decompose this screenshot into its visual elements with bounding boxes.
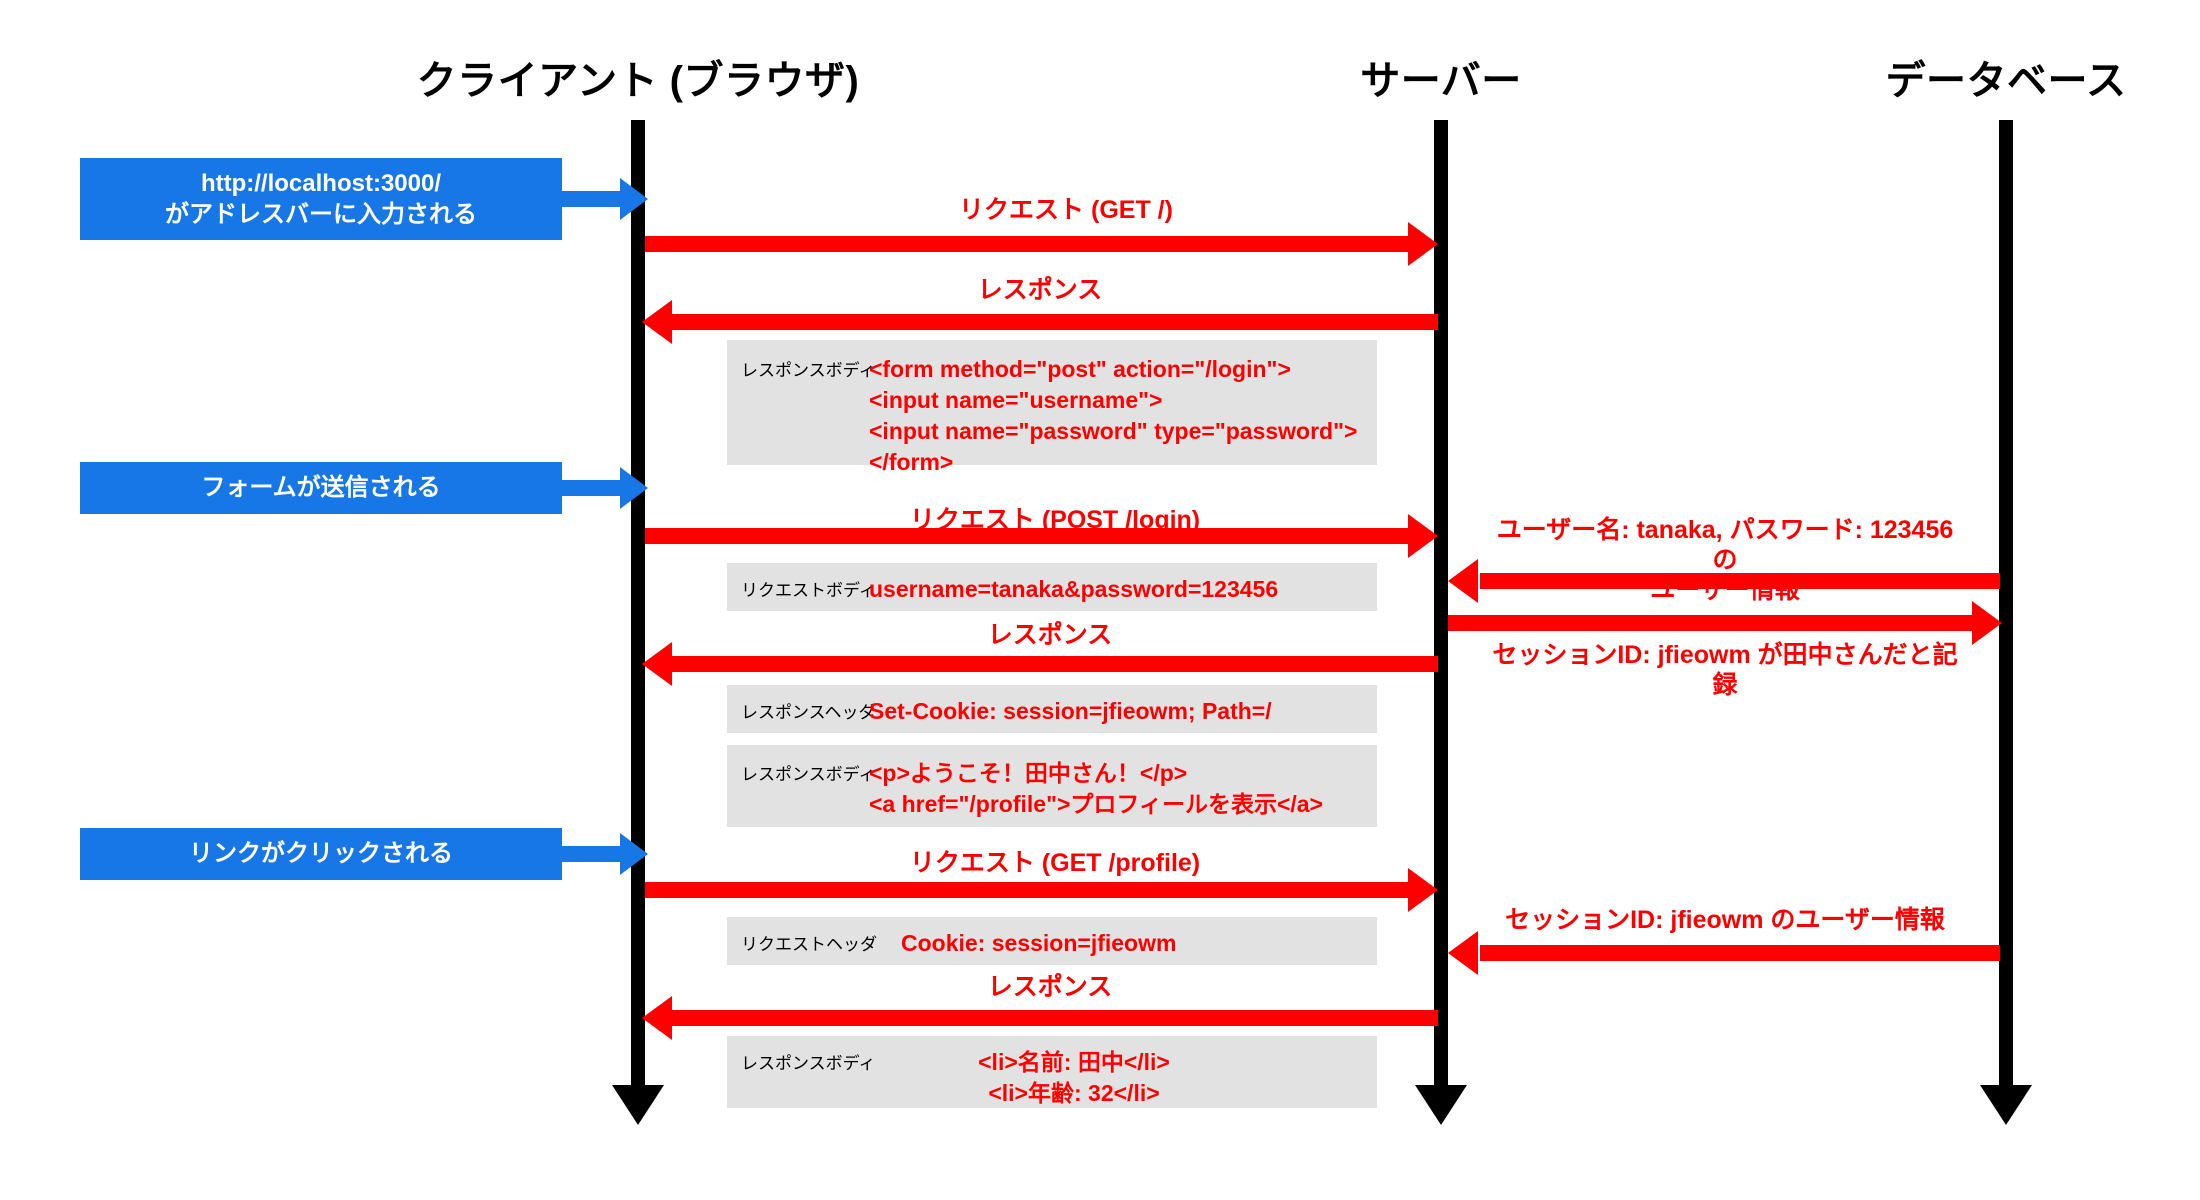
message-arrow-res-profile [672, 1010, 1438, 1026]
panel-value-res-body-profile: <li>名前: 田中</li> <li>年齢: 32</li> [978, 1049, 1170, 1107]
message-label-res-root: レスポンス [977, 276, 1103, 304]
lifeline-bar-server [1434, 120, 1448, 1090]
panel-req-header-cookie: リクエストヘッダ Cookie: session=jfieowm [727, 917, 1377, 965]
message-arrow-req-get-profile [645, 882, 1410, 898]
panel-label-res-body-form: レスポンスボディ [741, 361, 876, 380]
message-arrow-res-root [672, 314, 1438, 330]
message-arrowhead-req-get-profile [1408, 868, 1438, 912]
message-arrowhead-req-get-root [1408, 222, 1438, 266]
panel-label-res-header-cookie: レスポンスヘッダ [741, 703, 876, 722]
lifeline-bar-database [1999, 120, 2013, 1090]
message-arrow-db-query-user [1480, 573, 2000, 589]
panel-label-res-body-profile: レスポンスボディ [741, 1054, 876, 1073]
message-label-req-get-profile: リクエスト (GET /profile) [909, 849, 1201, 877]
event-arrow-head-form-submitted [620, 467, 648, 509]
event-box-url-typed: http://localhost:3000/ がアドレスバーに入力される [80, 158, 562, 240]
message-arrow-db-store-session [1448, 615, 1974, 631]
event-arrow-shaft-link-clicked [562, 846, 630, 862]
event-box-form-submitted: フォームが送信される [80, 462, 562, 514]
message-arrow-res-login [672, 656, 1438, 672]
panel-value-res-body-welcome: <p>ようこそ！田中さん！</p> <a href="/profile">プロフ… [869, 760, 1323, 818]
event-arrow-head-link-clicked [620, 833, 648, 875]
panel-value-req-header-cookie: Cookie: session=jfieowm [901, 930, 1177, 956]
message-arrow-req-get-root [645, 236, 1410, 252]
message-arrowhead-res-profile [642, 996, 672, 1040]
panel-res-body-form: レスポンスボディ <form method="post" action="/lo… [727, 340, 1377, 475]
panel-label-req-header-cookie: リクエストヘッダ [741, 935, 877, 954]
lifeline-title-database: データベース [1885, 59, 2127, 103]
message-label-db-store-session: セッションID: jfieowm が田中さんだと記録 [1492, 641, 1958, 699]
message-label-res-profile: レスポンス [987, 973, 1113, 1001]
message-arrowhead-req-post-login [1408, 514, 1438, 558]
panel-label-res-body-welcome: レスポンスボディ [741, 765, 876, 784]
lifeline-end-arrow-client [612, 1085, 664, 1125]
message-arrow-req-post-login [645, 528, 1410, 544]
message-label-req-get-root: リクエスト (GET /) [959, 196, 1173, 224]
panel-value-req-body-login: username=tanaka&password=123456 [869, 576, 1279, 602]
lifeline-end-arrow-server [1415, 1085, 1467, 1125]
message-arrowhead-res-login [642, 642, 672, 686]
panel-res-header-cookie: レスポンスヘッダ Set-Cookie: session=jfieowm; Pa… [727, 685, 1377, 733]
message-label-res-login: レスポンス [987, 621, 1113, 649]
message-arrowhead-res-root [642, 300, 672, 344]
lifeline-bar-client [631, 120, 645, 1090]
panel-res-body-welcome: レスポンスボディ <p>ようこそ！田中さん！</p> <a href="/pro… [727, 745, 1377, 827]
event-arrow-shaft-form-submitted [562, 480, 630, 496]
panel-value-res-header-cookie: Set-Cookie: session=jfieowm; Path=/ [869, 698, 1272, 724]
message-label-db-query-user: ユーザー名: tanaka, パスワード: 123456の ユーザー情報 [1496, 516, 1954, 604]
lifeline-title-server: サーバー [1360, 59, 1522, 103]
message-arrow-db-lookup-session [1480, 945, 2000, 961]
panel-req-body-login: リクエストボディ username=tanaka&password=123456 [727, 563, 1377, 611]
panel-value-res-body-form: <form method="post" action="/login"> <in… [869, 356, 1358, 476]
message-label-db-lookup-session: セッションID: jfieowm のユーザー情報 [1505, 906, 1945, 934]
message-arrowhead-db-store-session [1972, 601, 2002, 645]
lifeline-end-arrow-database [1980, 1085, 2032, 1125]
message-arrowhead-db-lookup-session [1448, 931, 1478, 975]
event-box-link-clicked: リンクがクリックされる [80, 828, 562, 880]
lifeline-title-client: クライアント (ブラウザ) [416, 59, 860, 103]
panel-label-req-body-login: リクエストボディ [741, 581, 876, 600]
message-arrowhead-db-query-user [1448, 559, 1478, 603]
event-arrow-head-url-typed [620, 178, 648, 220]
panel-res-body-profile: レスポンスボディ <li>名前: 田中</li> <li>年齢: 32</li> [727, 1036, 1377, 1108]
event-arrow-shaft-url-typed [562, 191, 630, 207]
